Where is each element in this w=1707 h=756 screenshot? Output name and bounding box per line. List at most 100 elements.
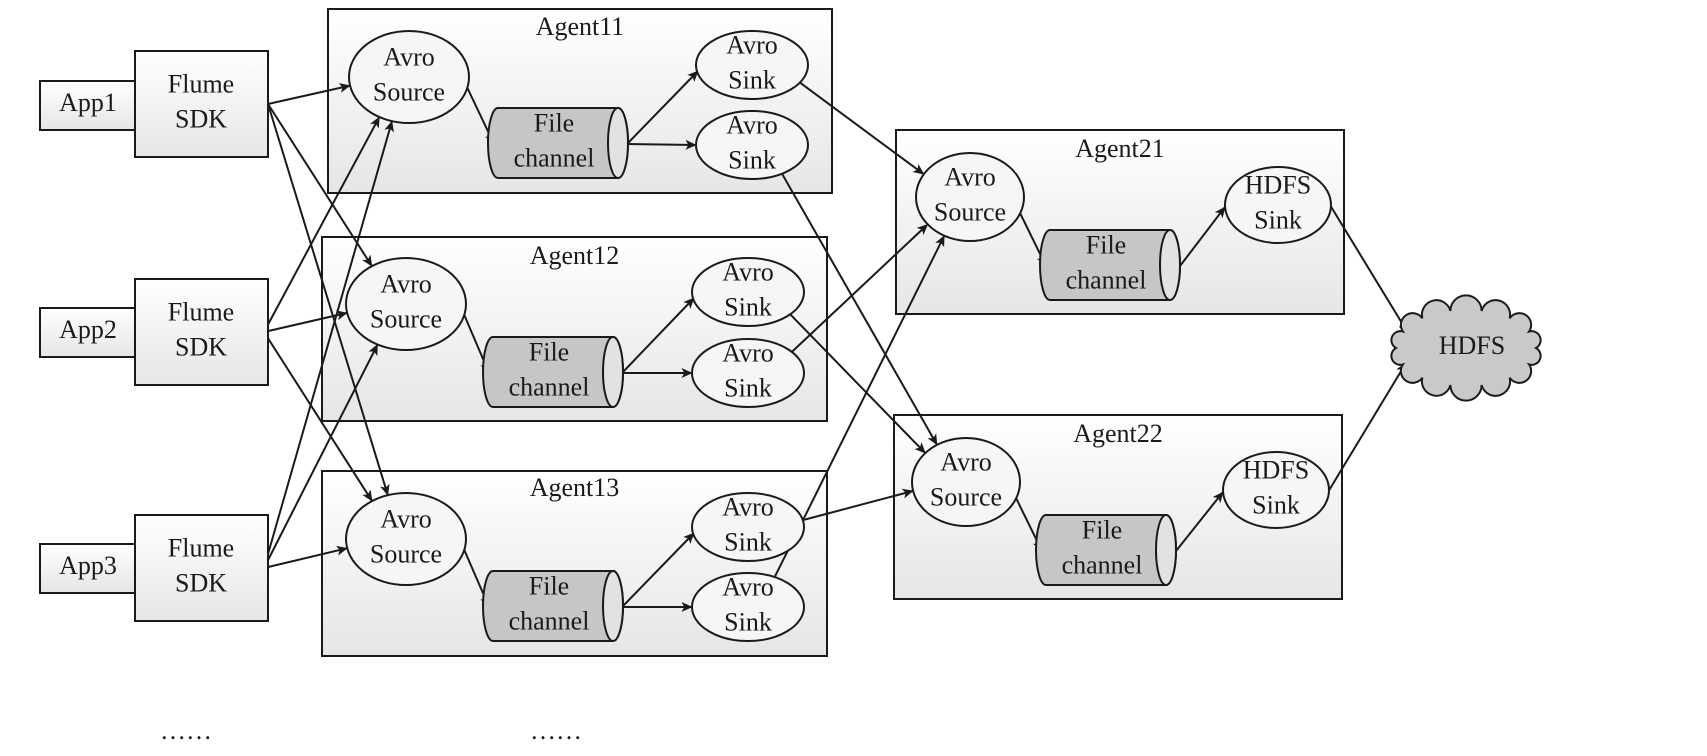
hdfs-cloud-icon xyxy=(1390,294,1542,402)
file-channel-label: channel xyxy=(1066,265,1147,294)
avro-sink-label: Sink xyxy=(724,373,772,402)
avro-sink-label: Avro xyxy=(726,30,778,59)
flow-arrow xyxy=(1179,206,1226,267)
file-channel-label: channel xyxy=(509,372,590,401)
flow-arrow xyxy=(263,344,379,569)
continuation-ellipsis-middle: …… xyxy=(530,716,582,745)
app-box xyxy=(39,80,137,131)
avro-source-label: Avro xyxy=(383,42,435,71)
flume-sdk-label: Flume xyxy=(168,69,234,98)
flow-arrow xyxy=(799,81,925,176)
flow-arrow xyxy=(263,116,381,333)
avro-sink-ellipse xyxy=(691,257,805,327)
flume-sdk-box xyxy=(134,50,269,158)
flume-sdk-label: Flume xyxy=(168,297,234,326)
avro-sink-label: Sink xyxy=(724,292,772,321)
avro-sink-label: Sink xyxy=(728,65,776,94)
agent-title: Agent13 xyxy=(530,473,620,502)
file-channel-cap xyxy=(602,336,624,408)
avro-sink-ellipse xyxy=(691,492,805,562)
file-channel-label: channel xyxy=(509,606,590,635)
flume-sdk-label: SDK xyxy=(175,568,227,597)
file-channel-label: File xyxy=(529,571,569,600)
avro-source-ellipse xyxy=(915,152,1025,242)
file-channel-cap xyxy=(607,107,629,179)
avro-sink-label: Avro xyxy=(726,110,778,139)
file-channel-label: channel xyxy=(514,143,595,172)
avro-sink-label: Sink xyxy=(724,607,772,636)
flow-arrow xyxy=(802,488,914,522)
continuation-ellipsis-left: …… xyxy=(160,716,212,745)
hdfs-label: HDFS xyxy=(1439,331,1505,360)
file-channel-label: File xyxy=(534,108,574,137)
avro-sink-label: Sink xyxy=(728,145,776,174)
flow-arrow xyxy=(263,120,394,569)
file-channel-cap xyxy=(1155,514,1177,586)
flow-arrow xyxy=(622,532,695,607)
avro-source-label: Source xyxy=(373,77,445,106)
hdfs-sink-ellipse xyxy=(1224,166,1332,244)
app-box xyxy=(39,307,137,358)
avro-sink-ellipse xyxy=(691,338,805,408)
avro-sink-label: Avro xyxy=(722,572,774,601)
flow-arrow xyxy=(781,173,938,446)
avro-source-label: Avro xyxy=(380,504,432,533)
avro-source-ellipse xyxy=(345,257,467,351)
avro-sink-label: Sink xyxy=(724,527,772,556)
flow-arrow xyxy=(267,103,373,267)
hdfs-sink-ellipse xyxy=(1222,451,1330,529)
file-channel-label: File xyxy=(1086,230,1126,259)
agent-title: Agent11 xyxy=(536,12,625,41)
avro-source-label: Avro xyxy=(944,162,996,191)
flume-sdk-label: SDK xyxy=(175,332,227,361)
avro-sink-label: Avro xyxy=(722,338,774,367)
flow-arrow xyxy=(789,313,927,454)
flume-sdk-label: SDK xyxy=(175,104,227,133)
avro-source-label: Source xyxy=(934,197,1006,226)
app-box xyxy=(39,543,137,594)
flow-arrow xyxy=(263,545,348,569)
flume-sdk-label: Flume xyxy=(168,533,234,562)
flow-arrow xyxy=(1175,491,1224,552)
avro-source-label: Avro xyxy=(380,269,432,298)
flow-arrow xyxy=(263,331,373,502)
flow-arrow xyxy=(627,139,697,150)
flume-sdk-box xyxy=(134,514,269,622)
flume-sdk-box xyxy=(134,278,269,386)
flow-arrow xyxy=(791,223,929,353)
avro-sink-ellipse xyxy=(695,30,809,100)
hdfs-sink-label: Sink xyxy=(1254,205,1302,234)
flow-arrow xyxy=(627,70,699,144)
file-channel-cap xyxy=(1159,229,1181,301)
hdfs-sink-label: HDFS xyxy=(1243,455,1309,484)
hdfs-sink-label: HDFS xyxy=(1245,170,1311,199)
file-channel-label: channel xyxy=(1062,550,1143,579)
avro-source-label: Source xyxy=(930,482,1002,511)
hdfs-sink-label: Sink xyxy=(1252,490,1300,519)
flow-arrow xyxy=(622,297,695,373)
flow-arrow xyxy=(1329,204,1409,334)
avro-sink-label: Avro xyxy=(722,257,774,286)
flow-arrow xyxy=(267,83,351,105)
avro-source-ellipse xyxy=(348,30,470,124)
file-channel-cap xyxy=(602,570,624,642)
avro-sink-ellipse xyxy=(691,572,805,642)
agent-title: Agent21 xyxy=(1075,134,1165,163)
agent-title: Agent12 xyxy=(530,241,620,270)
avro-source-ellipse xyxy=(345,492,467,586)
flow-arrow xyxy=(263,310,348,333)
agent-title: Agent22 xyxy=(1073,419,1163,448)
avro-sink-label: Avro xyxy=(722,492,774,521)
app-label: App3 xyxy=(59,551,117,580)
app-label: App1 xyxy=(59,88,117,117)
app-label: App2 xyxy=(59,315,117,344)
avro-source-label: Avro xyxy=(940,447,992,476)
avro-sink-ellipse xyxy=(695,110,809,180)
flow-arrow xyxy=(1327,362,1407,493)
avro-source-label: Source xyxy=(370,304,442,333)
flow-arrow xyxy=(267,103,390,496)
avro-source-ellipse xyxy=(911,437,1021,527)
file-channel-label: File xyxy=(1082,515,1122,544)
avro-source-label: Source xyxy=(370,539,442,568)
